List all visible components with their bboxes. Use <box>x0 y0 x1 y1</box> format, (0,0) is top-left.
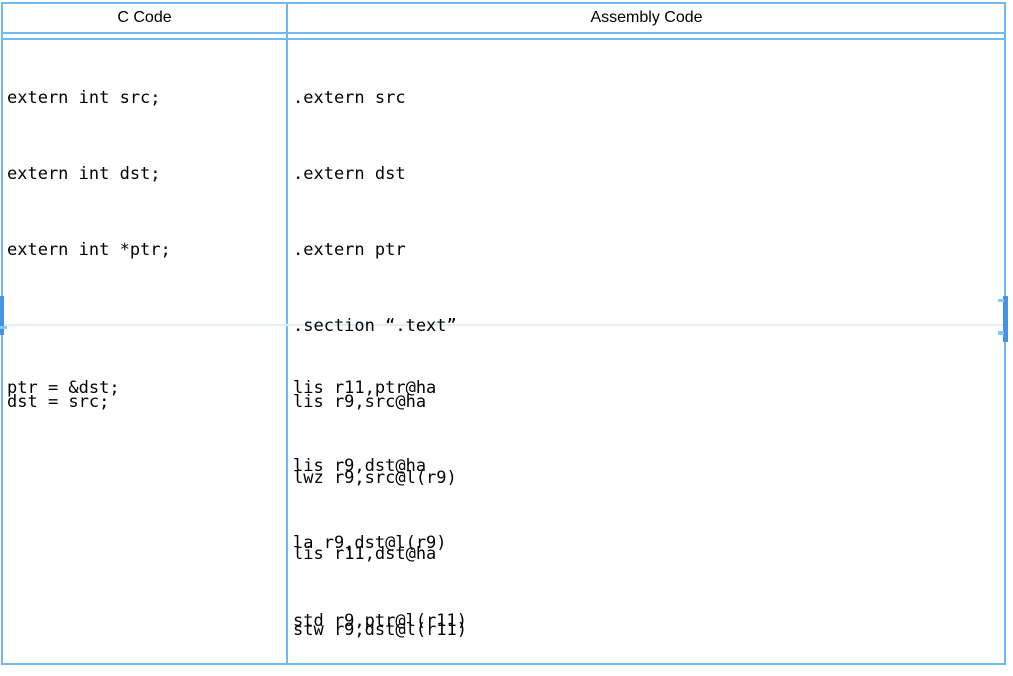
code-line: .extern src <box>293 88 406 108</box>
row-resize-tick-right-top <box>998 299 1004 302</box>
header-c-code: C Code <box>117 9 172 26</box>
column-divider <box>286 2 288 665</box>
code-line <box>7 525 284 563</box>
row-resize-handle-left[interactable] <box>0 296 4 335</box>
code-line: .extern ptr <box>293 240 406 260</box>
row-resize-tick-right-bottom <box>998 331 1004 335</box>
row1-c-code-cell: extern int src; extern int dst; extern i… <box>7 40 284 460</box>
row2-assembly-cell: lis r11,ptr@ha lis r9,dst@ha la r9,dst@l… <box>293 330 1001 676</box>
code-line: la r9,dst@l(r9) <box>293 533 447 553</box>
header-assembly-code: Assembly Code <box>590 9 703 26</box>
code-line: std r9,ptr@l(r11) <box>293 610 467 631</box>
header-divider-line-2 <box>1 38 1006 40</box>
code-line: .section “.text” <box>293 316 457 336</box>
code-line: extern int *ptr; <box>7 240 171 260</box>
code-line: extern int src; <box>7 88 161 108</box>
row-resize-handle-right[interactable] <box>1003 296 1008 342</box>
table-border-top <box>1 2 1006 4</box>
code-line: stw r9,dst@l(r11) <box>293 620 467 640</box>
code-line: ptr = &dst; <box>7 378 120 398</box>
header-divider-line-1 <box>1 32 1006 34</box>
code-line: lis r11,dst@ha <box>293 544 437 564</box>
code-line: extern int dst; <box>7 164 161 184</box>
code-line: dst = src; <box>7 392 110 412</box>
code-line: .extern dst <box>293 164 406 184</box>
code-line: lis r9,src@ha <box>293 392 427 412</box>
table-border-bottom <box>1 663 1006 665</box>
row1-assembly-cell: .extern src .extern dst .extern ptr .sec… <box>293 40 1001 676</box>
code-line: lis r9,dst@ha <box>293 455 427 476</box>
code-line <box>7 448 284 486</box>
row2-c-code-cell: ptr = &dst; *ptr = src; <box>7 330 284 676</box>
code-line: lis r11,ptr@ha <box>293 378 437 398</box>
code-line <box>7 603 284 641</box>
code-line: lwz r9,src@l(r9) <box>293 468 457 488</box>
row-divider <box>3 324 1004 326</box>
row-resize-tick-left <box>0 326 7 329</box>
